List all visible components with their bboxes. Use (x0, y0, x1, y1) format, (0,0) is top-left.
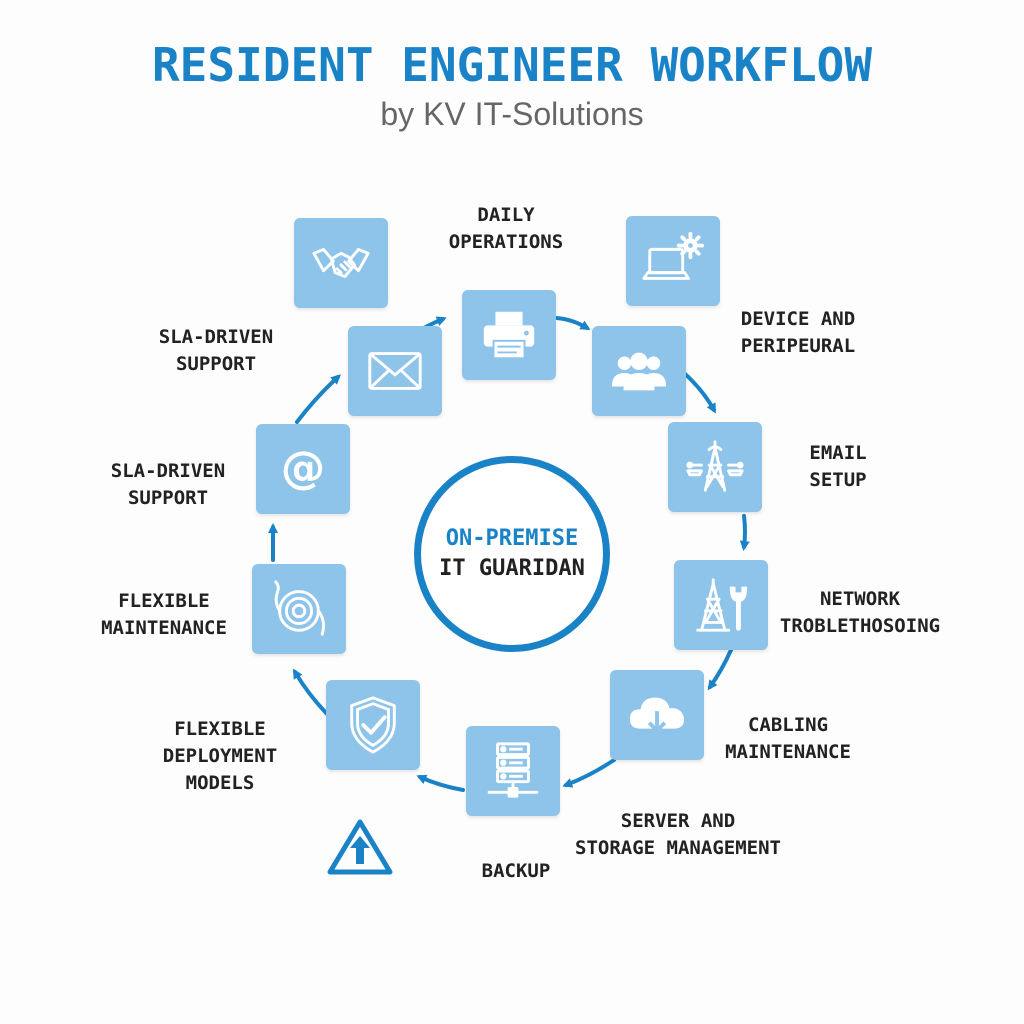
label-server-storage: SERVER AND STORAGE MANAGEMENT (575, 810, 781, 859)
users-tile (592, 326, 686, 416)
arrow-printer-to-users (554, 316, 591, 331)
arrow-users-to-tower (681, 370, 716, 414)
handshake-tile (294, 218, 388, 308)
printer-icon (483, 311, 535, 360)
arrow-shield-to-cable (292, 668, 329, 716)
laptop-gear-tile (626, 216, 720, 306)
svg-text:@: @ (281, 442, 326, 494)
page-title: RESIDENT ENGINEER WORKFLOW (151, 38, 873, 92)
label-sla-support-lower: SLA-DRIVEN SUPPORT (110, 460, 226, 509)
server-icon (487, 742, 539, 798)
printer-tile (462, 290, 556, 380)
handshake-icon (312, 247, 370, 279)
envelope-tile (348, 326, 442, 416)
label-sla-support-upper: SLA-DRIVEN SUPPORT (158, 326, 274, 375)
page-subtitle: by KV IT-Solutions (380, 96, 644, 132)
arrow-cloud-to-server (562, 758, 616, 788)
shield-check-tile (326, 680, 420, 770)
tower-wrench-tile (674, 560, 768, 650)
at-sign-icon: @ (281, 442, 326, 494)
network-tower-icon (686, 440, 744, 492)
arrow-wrench-to-cloud (707, 648, 733, 691)
label-flexible-deployment: FLEXIBLE DEPLOYMENT MODELS (162, 718, 278, 794)
label-backup: BACKUP (481, 860, 551, 882)
cloud-download-tile (610, 670, 704, 760)
label-flexible-maintenance: FLEXIBLE MAINTENANCE (101, 590, 227, 639)
center-hub-line2: IT GUARIDAN (439, 556, 585, 581)
server-tile (466, 726, 560, 816)
center-hub-line1: ON-PREMISE (445, 526, 579, 551)
label-network-troubleshooting: NETWORK TROBLETHOSOING (779, 588, 941, 637)
laptop-gear-icon (642, 231, 704, 280)
at-sign-tile: @ (256, 424, 350, 514)
network-tower-tile (668, 422, 762, 512)
shield-check-icon (350, 696, 396, 754)
users-icon (611, 352, 667, 391)
arrow-server-to-shield (416, 774, 465, 792)
label-device-peripheral: DEVICE AND PERIPEURAL (740, 308, 856, 357)
label-cabling-maintenance: CABLING MAINTENANCE (725, 714, 851, 763)
cable-icon (274, 580, 325, 636)
label-email-setup: EMAIL SETUP (809, 442, 867, 491)
cloud-download-icon (629, 697, 685, 733)
arrow-at-to-envelope (295, 374, 341, 424)
arrow-tower-to-wrench (739, 514, 750, 551)
warning-arrow-icon (327, 819, 393, 875)
center-hub: ON-PREMISE IT GUARIDAN (414, 456, 610, 652)
cable-tile (252, 564, 346, 654)
envelope-icon (368, 352, 422, 390)
label-daily-operations: DAILY OPERATIONS (448, 204, 564, 253)
tower-wrench-icon (696, 578, 748, 632)
